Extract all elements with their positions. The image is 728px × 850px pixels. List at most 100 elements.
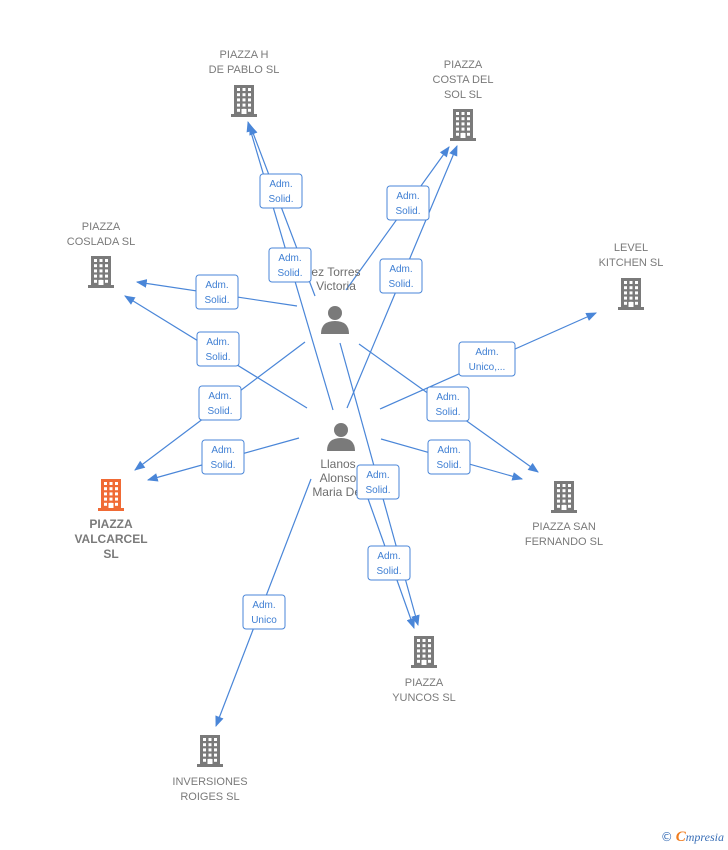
edge-label-p1-c5[interactable]: Adm. Solid. [198, 385, 242, 421]
edge-label-text: Adm. [206, 337, 229, 348]
edge-label-text: Adm. [437, 445, 460, 456]
edge-label-p2-c4[interactable]: Adm.Unico,... [458, 341, 516, 377]
building-icon [618, 278, 644, 310]
person-label: Maria Del [312, 485, 363, 499]
edge-label-text: Solid. [210, 460, 235, 471]
edge-label-p2-c5[interactable]: Adm. Solid. [201, 439, 245, 475]
edge-label-text: Adm. [205, 280, 228, 291]
company-label: KITCHEN SL [599, 257, 664, 269]
edge-label-text: Adm. [436, 392, 459, 403]
person-label: Alonso [320, 471, 357, 485]
company-node-c4[interactable]: LEVEL KITCHEN SL [599, 242, 664, 310]
edge-label-text: Unico [251, 615, 277, 626]
edge-label-p1-c6[interactable]: Adm. Solid. [426, 386, 470, 422]
company-label: ROIGES SL [180, 791, 239, 803]
edge-label-text: Solid. [205, 352, 230, 363]
company-node-c3[interactable]: PIAZZA COSLADA SL [67, 221, 135, 288]
building-icon [231, 85, 257, 117]
edge-label-p1-c7[interactable]: Adm. Solid. [356, 464, 400, 500]
edge-label-box [195, 274, 239, 310]
edge-label-box [259, 173, 303, 209]
edge-label-box [268, 247, 312, 283]
company-label: LEVEL [614, 242, 648, 254]
brand-initial: C [675, 829, 686, 845]
edge-label-box [379, 258, 423, 294]
company-node-c1[interactable]: PIAZZA H DE PABLO SL [209, 49, 280, 117]
edge-label-text: Solid. [207, 406, 232, 417]
edge-label-text: Adm. [269, 179, 292, 190]
company-node-c8[interactable]: INVERSIONES ROIGES SL [172, 735, 248, 803]
company-label: INVERSIONES [172, 776, 247, 788]
edges-layer [124, 120, 597, 728]
edge-label-text: Solid. [435, 407, 460, 418]
edge-label-text: Solid. [388, 279, 413, 290]
edge-label-text: Unico,... [469, 362, 506, 373]
edge-label-text: Solid. [436, 460, 461, 471]
edge-label-p2-c7[interactable]: Adm. Solid. [367, 545, 411, 581]
edge-label-p1-c3[interactable]: Adm.Solid. [195, 274, 239, 310]
edge-label-box [386, 185, 430, 221]
edge-label-text: Solid. [268, 194, 293, 205]
building-icon [88, 256, 114, 288]
edge-label-text: Adm. [389, 264, 412, 275]
edge-label-box [198, 385, 242, 421]
building-icon [197, 735, 223, 767]
edge-label-p2-c8[interactable]: Adm. Unico [242, 594, 286, 630]
company-label: PIAZZA SAN [532, 521, 596, 533]
company-label: PIAZZA [89, 517, 133, 531]
edge-label-box [242, 594, 286, 630]
empresia-brand[interactable]: © Cmpresia [661, 829, 724, 846]
edge-label-box [367, 545, 411, 581]
company-label: PIAZZA [82, 221, 121, 233]
edge-label-p2-c3[interactable]: Adm. Solid. [196, 331, 240, 367]
edge-label-text: Adm. [252, 600, 275, 611]
company-label: VALCARCEL [74, 532, 147, 546]
person-icon [327, 423, 355, 451]
edge-label-text: Solid. [376, 566, 401, 577]
company-label: COSLADA SL [67, 236, 135, 248]
edge-label-text: Adm. [278, 253, 301, 264]
edge-label-p1-c2[interactable]: Adm. Solid. [386, 185, 430, 221]
edge-label-text: Solid. [365, 485, 390, 496]
edge-label-box [426, 386, 470, 422]
edge-label-text: Adm. [211, 445, 234, 456]
edge-label-text: Adm. [208, 391, 231, 402]
person-label: Llanos [320, 457, 355, 471]
company-label: YUNCOS SL [392, 692, 456, 704]
person-label: ez Torres [311, 265, 360, 279]
company-label: DE PABLO SL [209, 64, 280, 76]
company-label: SL [103, 547, 118, 561]
company-label: PIAZZA H [220, 49, 269, 61]
company-label: PIAZZA [405, 677, 444, 689]
edge-label-box [356, 464, 400, 500]
company-node-c6[interactable]: PIAZZA SAN FERNANDO SL [525, 481, 603, 548]
edge-label-p1-c1[interactable]: Adm.Solid. [268, 247, 312, 283]
edge-label-text: Solid. [395, 206, 420, 217]
edge-label-box [201, 439, 245, 475]
building-icon [98, 479, 124, 511]
edge-label-box [427, 439, 471, 475]
edge-label-p2-c1[interactable]: Adm. Solid. [259, 173, 303, 209]
edge-label-text: Adm. [366, 470, 389, 481]
copyright-symbol: © [660, 830, 673, 844]
edge-label-text: Adm. [396, 191, 419, 202]
brand-name: mpresia [685, 830, 724, 844]
company-node-c7[interactable]: PIAZZA YUNCOS SL [392, 636, 456, 704]
building-icon [551, 481, 577, 513]
edge-label-p2-c6[interactable]: Adm. Solid. [427, 439, 471, 475]
edge-label-p2-c2[interactable]: Adm. Solid. [379, 258, 423, 294]
person-icon [321, 306, 349, 334]
edge-labels-layer: Adm. Solid. Adm. Solid. Adm. Solid. Adm. Solid.… [195, 173, 516, 630]
edge-label-box [458, 341, 516, 377]
company-label: SOL SL [444, 89, 482, 101]
building-icon [411, 636, 437, 668]
company-label: PIAZZA [444, 59, 483, 71]
edge-label-box [196, 331, 240, 367]
building-icon [450, 109, 476, 141]
edge-label-text: Adm. [377, 551, 400, 562]
company-label: FERNANDO SL [525, 536, 603, 548]
